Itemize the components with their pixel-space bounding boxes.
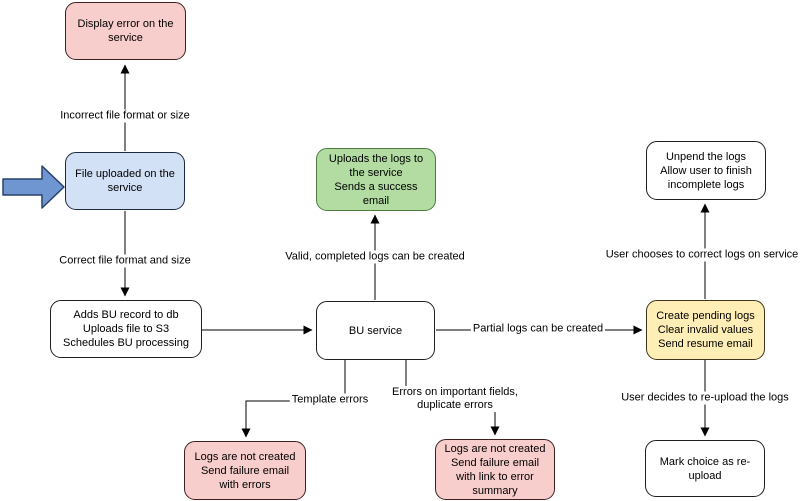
edge-label-valid-completed: Valid, completed logs can be created — [283, 250, 467, 264]
node-adds-bu-record[interactable]: Adds BU record to db Uploads file to S3 … — [50, 300, 202, 358]
node-display-error[interactable]: Display error on the service — [65, 2, 186, 60]
node-file-uploaded[interactable]: File uploaded on the service — [65, 152, 185, 210]
node-logs-not-created-errors[interactable]: Logs are not created Send failure email … — [184, 441, 306, 500]
edge-label-user-reuploads: User decides to re-upload the logs — [619, 391, 791, 405]
node-unpend-logs[interactable]: Unpend the logs Allow user to finish inc… — [646, 141, 766, 200]
node-bu-service[interactable]: BU service — [316, 301, 435, 360]
edge-label-partial-logs: Partial logs can be created — [470, 322, 606, 336]
edge-label-template-errors: Template errors — [289, 393, 371, 407]
node-logs-not-created-summary[interactable]: Logs are not created Send failure email … — [435, 439, 555, 500]
node-uploads-logs-success[interactable]: Uploads the logs to the service Sends a … — [316, 148, 436, 211]
thick-right-arrow-icon[interactable] — [2, 165, 65, 209]
edge-label-important-fields: Errors on important fields, duplicate er… — [390, 386, 520, 412]
edge-label-user-corrects: User chooses to correct logs on service — [603, 248, 801, 262]
edge-label-incorrect-file: Incorrect file format or size — [58, 109, 192, 123]
node-create-pending-logs[interactable]: Create pending logs Clear invalid values… — [646, 300, 765, 360]
node-mark-choice-reupload[interactable]: Mark choice as re- upload — [645, 440, 765, 497]
edge-label-correct-file: Correct file format and size — [57, 254, 193, 268]
